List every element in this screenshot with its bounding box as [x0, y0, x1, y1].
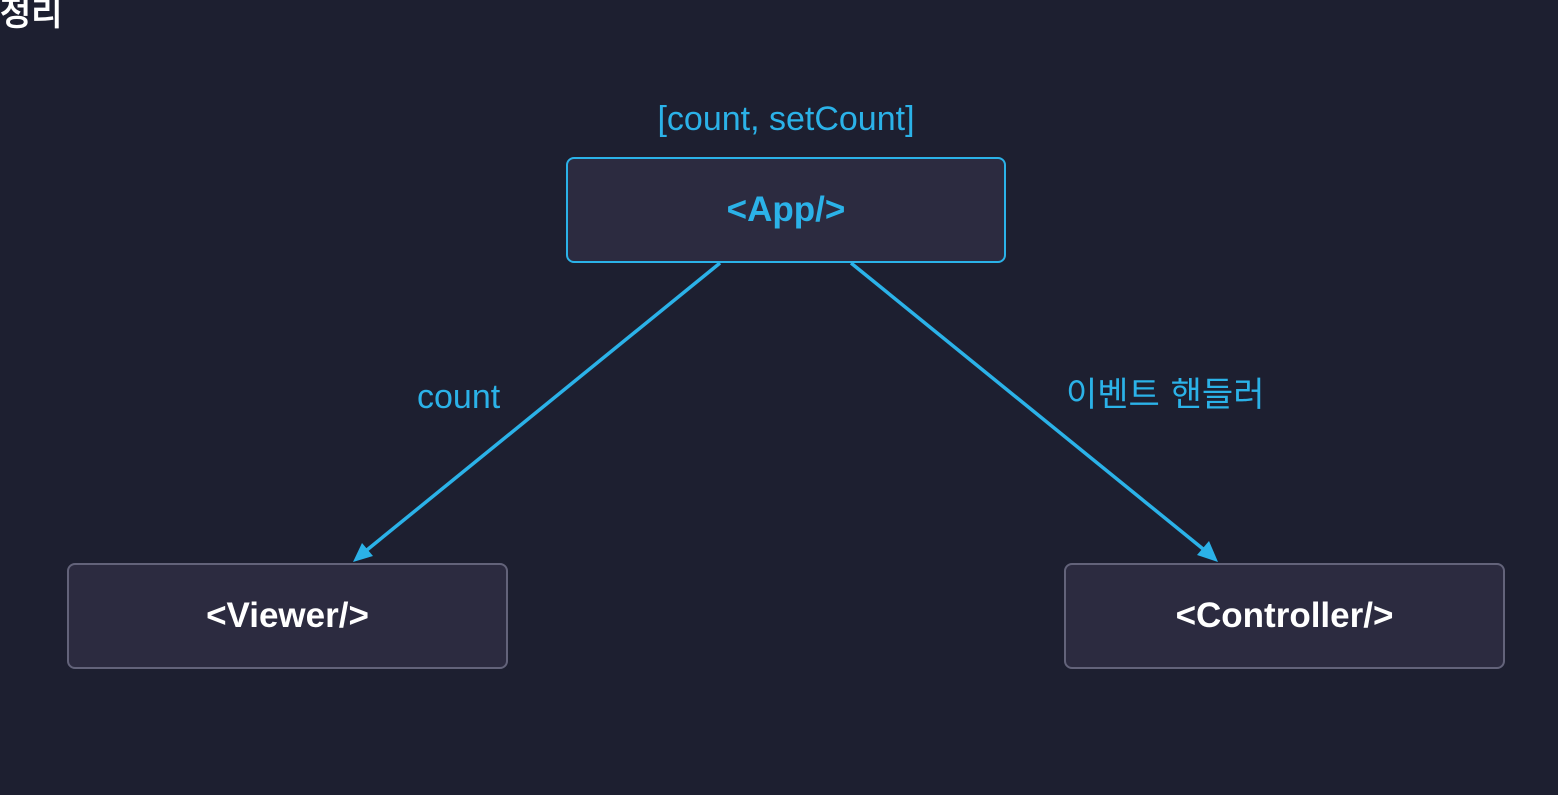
arrowhead-viewer — [353, 543, 373, 562]
node-viewer-label: <Viewer/> — [206, 596, 369, 635]
state-label: [count, setCount] — [657, 100, 915, 138]
edge-label-count: count — [417, 378, 501, 416]
page-title: 정리 — [0, 0, 63, 34]
edge-label-event-handler: 이벤트 핸들러 — [1066, 375, 1265, 415]
edge-app-to-controller — [849, 261, 1210, 555]
node-app: <App/> — [566, 157, 1006, 263]
arrowhead-controller — [1197, 541, 1218, 562]
node-app-label: <App/> — [726, 190, 846, 229]
node-controller-label: <Controller/> — [1175, 596, 1394, 635]
node-controller: <Controller/> — [1064, 563, 1505, 669]
edge-app-to-viewer — [360, 261, 722, 556]
node-viewer: <Viewer/> — [67, 563, 508, 669]
